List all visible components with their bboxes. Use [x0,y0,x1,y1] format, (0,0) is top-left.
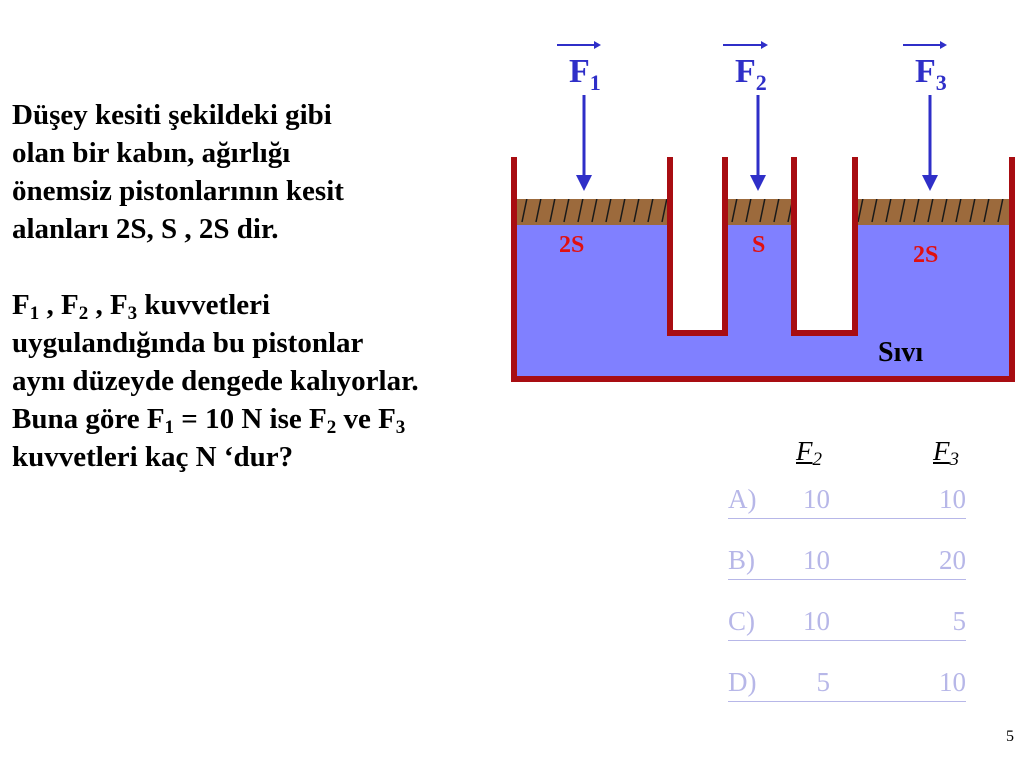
container-wall [511,157,1015,382]
vector-bar-icon [903,41,947,49]
force-label-3: F3 [915,53,947,95]
piston-container-diagram: F1 F2 F3 2S S 2S Sıvı [511,41,1015,382]
answer-option-d[interactable]: D) 5 10 [728,667,988,728]
answer-option-c[interactable]: C) 10 5 [728,606,988,667]
piston-right [858,199,1009,225]
option-label: C) [728,606,755,636]
problem-forces-line: F1 , F2 , F3 kuvvetleri [12,289,271,324]
problem-line: önemsiz pistonlarının kesit [12,175,344,207]
option-f2: 10 [803,606,830,636]
piston-left [517,199,667,225]
option-f3: 20 [939,545,966,575]
force-arrow-3 [922,95,938,191]
option-label: D) [728,667,757,697]
option-f3: 10 [939,484,966,514]
force-label-1: F1 [569,53,601,95]
problem-line: aynı düzeyde dengede kalıyorlar. [12,365,419,397]
option-f2: 5 [816,667,831,697]
option-label: B) [728,545,755,575]
piston-middle [728,199,791,225]
option-label: A) [728,484,757,514]
header-f2: F2 [796,436,822,470]
problem-line: kuvvetleri kaç N ‘dur? [12,441,294,473]
area-label-left: 2S [559,232,584,258]
force-arrow-1 [576,95,592,191]
force-arrow-2 [750,95,766,191]
page-number: 5 [1006,728,1014,745]
answer-option-b[interactable]: B) 10 20 [728,545,988,606]
option-f3: 10 [939,667,966,697]
option-f2: 10 [803,484,830,514]
answer-option-a[interactable]: A) 10 10 [728,484,988,545]
problem-line: Düşey kesiti şekildeki gibi [12,99,332,131]
area-label-middle: S [752,232,765,258]
answer-choices: F2 F3 A) 10 10 B) 10 20 C) 10 5 D) 5 10 [728,436,988,728]
problem-line: uygulandığında bu pistonlar [12,327,364,359]
liquid-label: Sıvı [878,337,923,368]
header-f3: F3 [933,436,959,470]
vector-bar-icon [557,41,601,49]
problem-question-line: Buna göre F1 = 10 N ise F2 ve F3 [12,403,406,438]
answer-header: F2 F3 [728,436,988,484]
problem-line: alanları 2S, S , 2S dir. [12,213,279,245]
vector-bar-icon [723,41,768,49]
option-f2: 10 [803,545,830,575]
problem-text: Düşey kesiti şekildeki gibi olan bir kab… [12,96,592,476]
area-label-right: 2S [913,242,938,268]
partition-right [791,157,858,336]
option-f3: 5 [952,606,967,636]
problem-line: olan bir kabın, ağırlığı [12,137,291,169]
partition-left [667,157,728,336]
liquid-body [517,225,1009,376]
force-label-2: F2 [735,53,767,95]
